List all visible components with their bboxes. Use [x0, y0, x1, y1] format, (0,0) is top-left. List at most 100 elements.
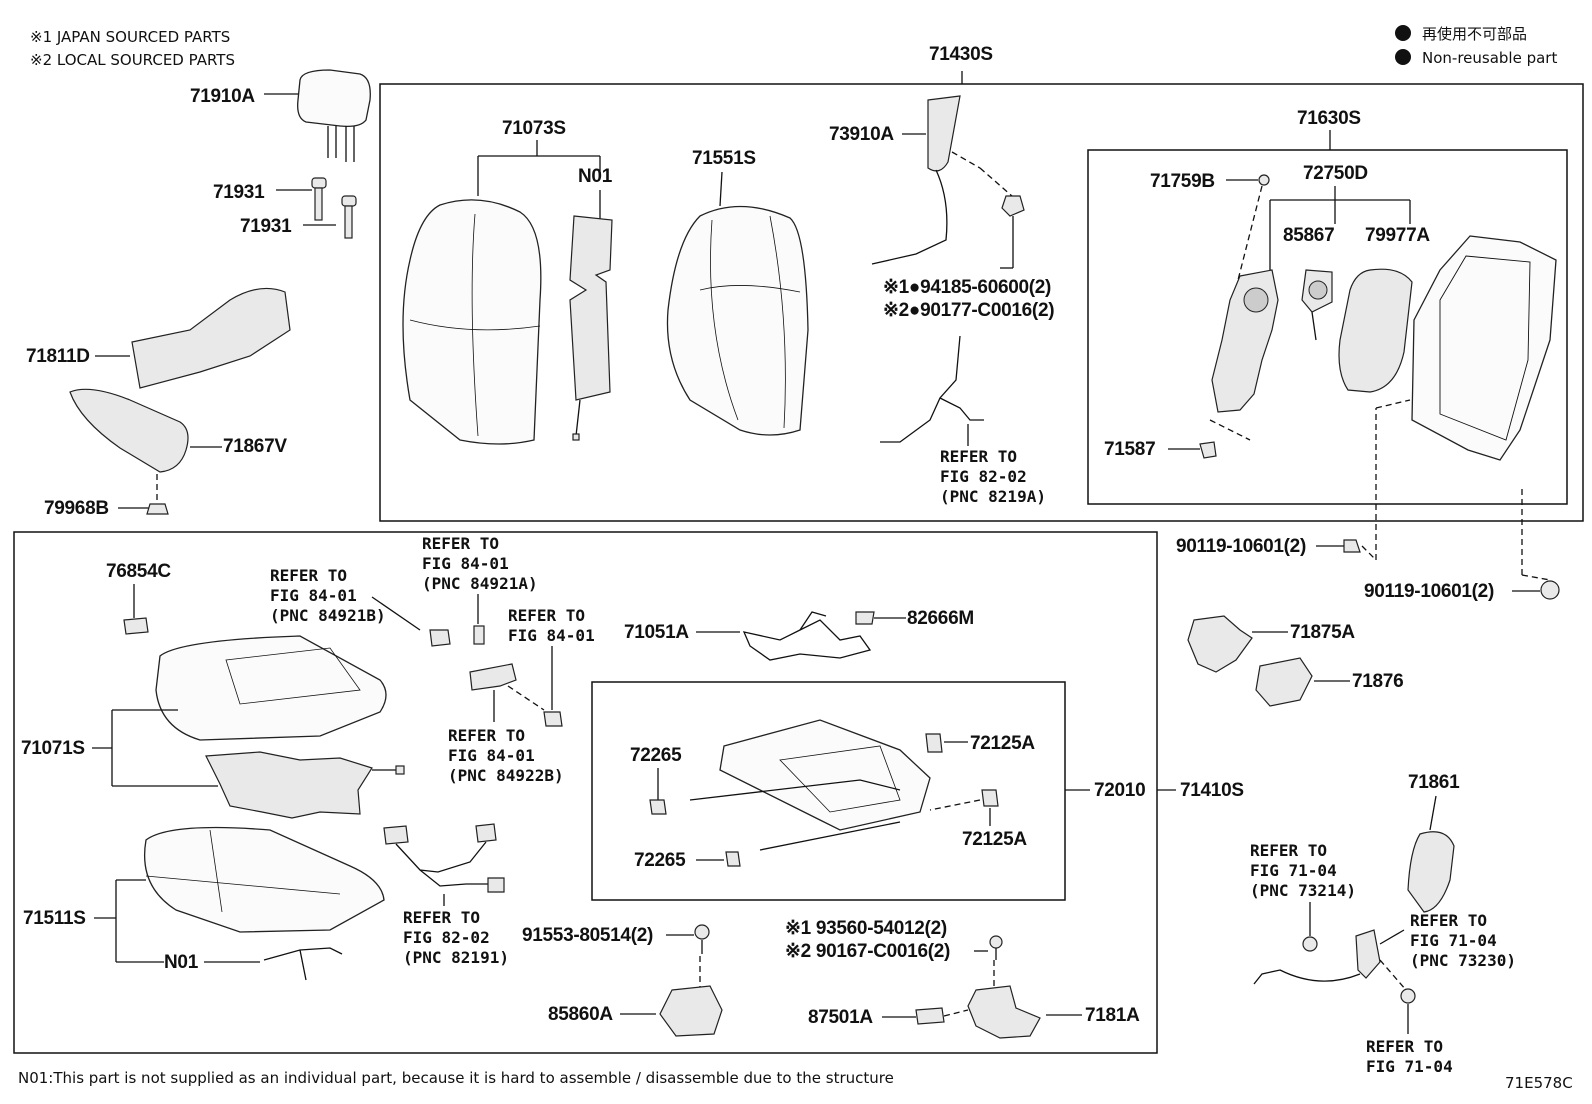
- part-label[interactable]: 71071S: [21, 738, 85, 759]
- seatback-pad-part: [402, 199, 542, 445]
- heater-element-part: [569, 215, 613, 401]
- side-airbag-part: [927, 95, 961, 172]
- seatback-frame-part: [1411, 235, 1557, 461]
- legend-non-reusable-en: Non-reusable part: [1422, 49, 1557, 67]
- refer-line: FIG 71-04: [1366, 1057, 1453, 1076]
- switch-assy-part: [659, 985, 723, 1037]
- part-label[interactable]: 71759B: [1150, 171, 1215, 192]
- fastener-label[interactable]: 91553-80514(2): [522, 925, 653, 946]
- bracket-part: [967, 985, 1041, 1039]
- refer-line: FIG 82-02: [403, 928, 490, 947]
- part-label[interactable]: 7181A: [1085, 1005, 1140, 1026]
- refer-line: (PNC 82191): [403, 948, 509, 967]
- refer-line: (PNC 84921A): [422, 574, 538, 593]
- pad-part: [1338, 268, 1413, 393]
- fastener-label[interactable]: 90119-10601(2): [1364, 581, 1494, 602]
- part-label[interactable]: 82666M: [907, 608, 974, 629]
- cover-part: [69, 388, 189, 473]
- part-label[interactable]: 76854C: [106, 561, 172, 582]
- fastener-label[interactable]: ※2 90167-C0016(2): [785, 941, 950, 962]
- footer-note: N01:This part is not supplied as an indi…: [18, 1069, 894, 1087]
- part-label[interactable]: 72125A: [962, 829, 1028, 850]
- switch-part: [469, 663, 517, 691]
- refer-line: REFER TO: [1410, 911, 1487, 930]
- refer-line: FIG 84-01: [508, 626, 595, 645]
- part-label[interactable]: 71931: [240, 216, 292, 237]
- fastener-label[interactable]: ※1 93560-54012(2): [785, 918, 947, 939]
- fastener-label[interactable]: 90119-10601(2): [1176, 536, 1306, 557]
- part-label[interactable]: 71931: [213, 182, 265, 203]
- seatback-assembly-box: [379, 83, 1584, 522]
- refer-line: REFER TO: [1250, 841, 1327, 860]
- refer-line: (PNC 73214): [1250, 881, 1356, 900]
- part-label[interactable]: 71876: [1352, 671, 1404, 692]
- part-label[interactable]: 71511S: [23, 908, 86, 929]
- part-label[interactable]: 72265: [630, 745, 682, 766]
- part-label[interactable]: 72750D: [1303, 163, 1368, 184]
- refer-line: REFER TO: [940, 447, 1017, 466]
- part-label[interactable]: N01: [578, 166, 613, 187]
- cushion-heater-part: [205, 751, 373, 819]
- part-label[interactable]: 71410S: [1180, 780, 1244, 801]
- part-label[interactable]: 71867V: [223, 436, 288, 457]
- part-label[interactable]: 71811D: [26, 346, 90, 367]
- seat-adjuster-frame-part: [719, 719, 931, 831]
- part-label[interactable]: 71910A: [190, 86, 256, 107]
- figure-code: 71E578C: [1505, 1074, 1573, 1092]
- refer-line: (PNC 73230): [1410, 951, 1516, 970]
- part-label[interactable]: 71861: [1408, 772, 1460, 793]
- refer-line: FIG 84-01: [422, 554, 509, 573]
- fastener-label[interactable]: ※2●90177-C0016(2): [883, 300, 1055, 321]
- part-label[interactable]: 71875A: [1290, 622, 1356, 643]
- refer-line: FIG 82-02: [940, 467, 1027, 486]
- part-label[interactable]: 85860A: [548, 1004, 614, 1025]
- refer-line: (PNC 84922B): [448, 766, 564, 785]
- refer-line: (PNC 84921B): [270, 606, 386, 625]
- legend-japan-sourced: ※1 JAPAN SOURCED PARTS: [30, 28, 230, 46]
- seat-track-box: [591, 681, 1066, 901]
- part-label[interactable]: 85867: [1283, 225, 1335, 246]
- part-label[interactable]: 71551S: [692, 148, 756, 169]
- part-label[interactable]: 71587: [1104, 439, 1156, 460]
- bracket-part: [1255, 657, 1313, 707]
- refer-line: REFER TO: [422, 534, 499, 553]
- legend-local-sourced: ※2 LOCAL SOURCED PARTS: [30, 51, 235, 69]
- legend-non-reusable-jp: 再使用不可部品: [1422, 25, 1527, 43]
- part-label[interactable]: 72010: [1094, 780, 1146, 801]
- part-label[interactable]: 79968B: [44, 498, 109, 519]
- seat-shield-part: [131, 287, 291, 389]
- knob-cover-part: [1407, 831, 1455, 913]
- part-label[interactable]: 71630S: [1297, 108, 1361, 129]
- seatback-cover-part: [666, 205, 809, 436]
- non-reusable-dot-icon: [1395, 49, 1411, 65]
- part-label[interactable]: 71051A: [624, 622, 690, 643]
- seat-cushion-assembly-box: [13, 531, 1158, 1054]
- refer-line: FIG 84-01: [270, 586, 357, 605]
- lumbar-support-part: [1211, 269, 1279, 413]
- part-label[interactable]: 72265: [634, 850, 686, 871]
- part-label[interactable]: 87501A: [808, 1007, 874, 1028]
- refer-line: REFER TO: [270, 566, 347, 585]
- refer-line: REFER TO: [403, 908, 480, 927]
- refer-line: FIG 71-04: [1250, 861, 1337, 880]
- part-label[interactable]: 73910A: [829, 124, 895, 145]
- refer-line: REFER TO: [1366, 1037, 1443, 1056]
- part-label[interactable]: 72125A: [970, 733, 1036, 754]
- part-label[interactable]: 71073S: [502, 118, 566, 139]
- part-label[interactable]: 79977A: [1365, 225, 1431, 246]
- part-label[interactable]: 71430S: [929, 44, 993, 65]
- refer-line: REFER TO: [508, 606, 585, 625]
- fastener-label[interactable]: ※1●94185-60600(2): [883, 277, 1051, 298]
- lever-part: [1187, 615, 1253, 673]
- seatback-frame-box: [1087, 149, 1568, 505]
- non-reusable-dot-icon: [1395, 25, 1411, 41]
- headrest-part: [297, 69, 371, 128]
- refer-line: FIG 84-01: [448, 746, 535, 765]
- cushion-pad-part: [155, 635, 387, 741]
- refer-line: FIG 71-04: [1410, 931, 1497, 950]
- part-label[interactable]: N01: [164, 952, 199, 973]
- cushion-cover-part: [143, 826, 385, 933]
- refer-line: REFER TO: [448, 726, 525, 745]
- refer-line: (PNC 8219A): [940, 487, 1046, 506]
